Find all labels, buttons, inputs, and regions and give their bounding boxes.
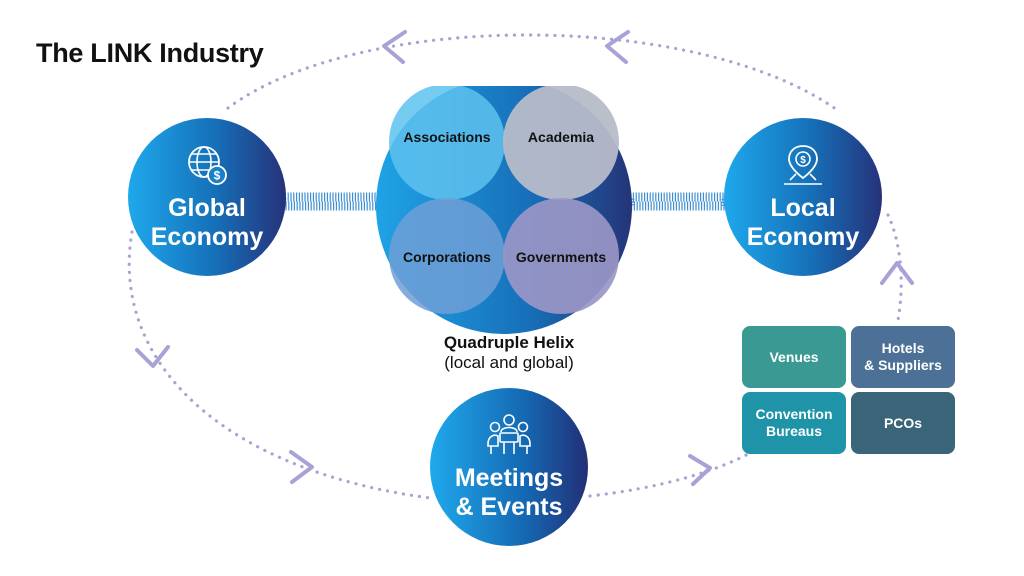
cycle-dotted-path [226, 33, 842, 114]
convention-line2: Bureaus [765, 423, 823, 439]
svg-text:$: $ [800, 155, 806, 166]
helix-graphic [376, 86, 632, 334]
global-economy-line2: Economy [150, 223, 264, 251]
helix-governments: Governments [515, 249, 607, 265]
cycle-dotted-path-left [127, 230, 432, 500]
global-economy-label: Global Economy [151, 194, 264, 252]
corporations-bubble [389, 198, 505, 314]
hotels-line1: Hotels [881, 340, 925, 356]
local-economy-line2: Economy [746, 223, 860, 251]
arrow-chevron-bottom-left [289, 450, 314, 484]
cycle-dotted-path-right [886, 213, 903, 322]
convention-line1: Convention [755, 406, 833, 422]
arrow-chevron-bottom-right [688, 454, 712, 486]
meetings-events-label: Meetings & Events [455, 464, 563, 522]
pcos-label: PCOs [883, 414, 923, 431]
academia-bubble [503, 86, 619, 200]
helix-academia: Academia [527, 129, 595, 145]
cycle-dotted-path-bottom [588, 450, 754, 498]
venues-tile: Venues [742, 326, 846, 388]
helix-caption: Quadruple Helix (local and global) [400, 333, 618, 373]
meeting-people-icon [487, 414, 531, 454]
meetings-events-circle: Meetings & Events [430, 388, 588, 546]
helix-associations: Associations [403, 129, 491, 145]
global-economy-line1: Global [168, 194, 246, 222]
arrow-chevron-top-left [382, 30, 407, 64]
meetings-events-line2: & Events [455, 493, 563, 521]
connector-helix-local [625, 192, 731, 211]
globe-dollar-icon: $ [188, 146, 227, 185]
svg-text:$: $ [214, 169, 221, 183]
hotels-suppliers-tile: Hotels & Suppliers [851, 326, 955, 388]
global-economy-circle: $ Global Economy [128, 118, 286, 276]
helix-caption-title: Quadruple Helix [443, 333, 575, 352]
connector-global-helix [277, 192, 387, 211]
hotels-line2: & Suppliers [864, 357, 942, 373]
local-economy-line1: Local [770, 194, 836, 222]
convention-bureaus-tile: Convention Bureaus [742, 392, 846, 454]
location-pin-dollar-icon: $ [784, 145, 822, 185]
arrow-chevron-top-right [605, 30, 630, 64]
arrow-chevron-left-down [135, 345, 170, 368]
venues-label: Venues [769, 348, 819, 365]
meetings-events-line1: Meetings [454, 464, 564, 492]
arrow-chevron-right-up [880, 261, 914, 285]
local-economy-label: Local Economy [747, 194, 860, 252]
quadruple-helix: Associations Academia Corporations Gover… [373, 86, 635, 348]
local-economy-circle: $ Local Economy [724, 118, 882, 276]
associations-bubble [389, 86, 505, 200]
diagram-title: The LINK Industry [36, 38, 264, 68]
helix-caption-subtitle: (local and global) [444, 353, 574, 372]
governments-bubble [503, 198, 619, 314]
helix-corporations: Corporations [403, 249, 491, 265]
pcos-tile: PCOs [851, 392, 955, 454]
